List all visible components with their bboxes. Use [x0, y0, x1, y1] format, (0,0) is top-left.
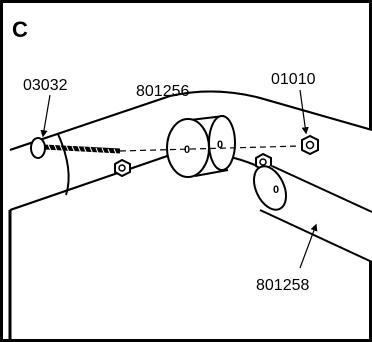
nut-lower	[114, 158, 131, 178]
tube-hole-mark: 0	[273, 184, 279, 196]
nut-01010	[301, 134, 319, 156]
nut-label: 01010	[271, 71, 316, 88]
bolt	[30, 137, 121, 159]
tube-leader	[299, 223, 318, 269]
connector-hole-mark: 0	[184, 144, 190, 156]
bolt-leader	[40, 94, 51, 138]
assembly-axis	[119, 145, 301, 152]
connector-label: 801256	[136, 83, 189, 100]
bolt-label: 03032	[23, 77, 68, 94]
nut-leader	[299, 89, 309, 135]
panel-letter: C	[12, 17, 28, 42]
tube-label: 801258	[256, 277, 309, 294]
tube-801258: 0	[253, 165, 372, 263]
connector-end-hole-mark: 0	[217, 139, 223, 151]
connector-cylinder: 0 0	[166, 115, 236, 178]
